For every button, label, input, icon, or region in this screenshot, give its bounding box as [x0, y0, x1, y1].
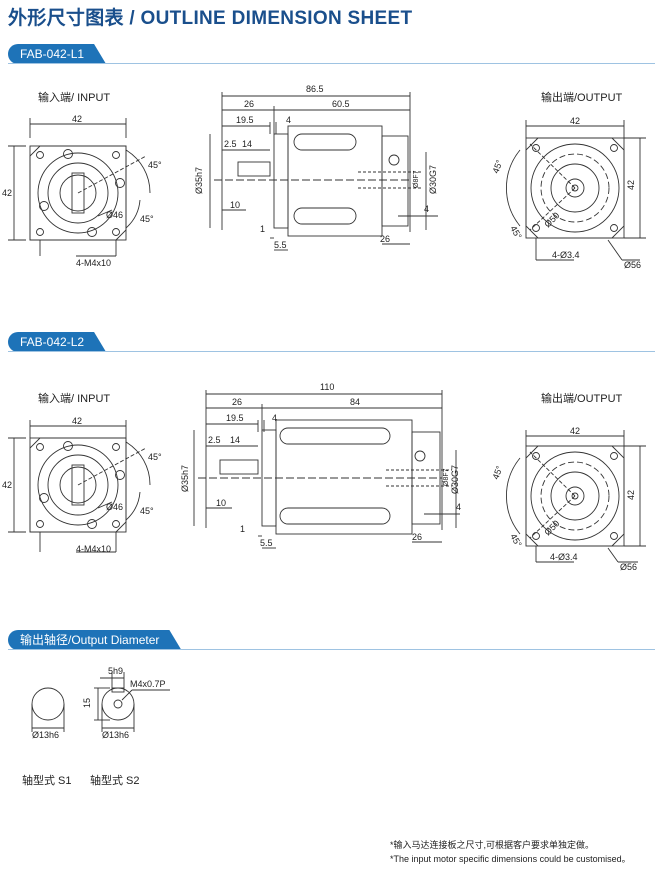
shaft-dim: Ø30G7: [450, 465, 460, 494]
output-flange-dim: Ø56: [620, 562, 637, 572]
output-pcd-dim: Ø50: [542, 210, 561, 229]
l2-dim: 84: [350, 397, 360, 407]
l7-dim: 10: [230, 200, 240, 210]
output-end-view: 42 42 45° 45° Ø50 4-Ø3.4 Ø56: [490, 426, 646, 572]
l11-dim: 26: [412, 532, 422, 542]
input-end-view: 42 42 45° 45° Ø46 4-M4x10: [2, 416, 162, 554]
section-divider: [8, 63, 655, 64]
side-view: 110 26 84 19.5 4 2.5 14 Ø35h7 10 1 5.5 Ø…: [180, 382, 461, 549]
pilot-dim: Ø8F7: [443, 468, 450, 486]
section-divider: [8, 649, 655, 650]
input-height-dim: 42: [2, 188, 12, 198]
total-length-dim: 86.5: [306, 84, 324, 94]
output-width-dim: 42: [570, 426, 580, 436]
input-label: 输入端/ INPUT: [38, 393, 111, 405]
l4-dim: 4: [286, 115, 291, 125]
angle-dim: 45°: [148, 160, 162, 170]
footnote-en: *The input motor specific dimensions cou…: [390, 854, 631, 864]
input-end-view: 42 42 45° 45° Ø46 4-M4x10: [2, 114, 162, 268]
input-height-dim: 42: [2, 480, 12, 490]
l9-dim: 5.5: [260, 538, 273, 548]
output-angle-dim: 45°: [490, 158, 504, 175]
output-angle2-dim: 45°: [508, 224, 524, 241]
input-width-dim: 42: [72, 416, 82, 426]
shaft-s1-label: 轴型式 S1: [22, 775, 72, 787]
s2-diameter: Ø13h6: [102, 730, 129, 740]
model-tag-l2: FAB-042-L2: [8, 332, 106, 352]
l1-dim: 26: [232, 397, 242, 407]
s1-diameter: Ø13h6: [32, 730, 59, 740]
l10-dim: 4: [424, 204, 429, 214]
l9-dim: 5.5: [274, 240, 287, 250]
s2-key: 5h9: [108, 666, 123, 676]
output-holes-dim: 4-Ø3.4: [550, 552, 578, 562]
l11-dim: 26: [380, 234, 390, 244]
footnote-cn: *输入马达连接板之尺寸,可根据客户要求单独定做。: [390, 840, 595, 850]
angle2-dim: 45°: [140, 214, 154, 224]
shaft-diagrams: Ø13h6 5h9 15 M4x0.7P Ø13h6: [31, 666, 170, 740]
output-end-view: 42 42 45° 45° Ø50 4-Ø3.4 Ø56: [490, 116, 646, 270]
l3-dim: 19.5: [226, 413, 244, 423]
output-width-dim: 42: [570, 116, 580, 126]
l4-dim: 4: [272, 413, 277, 423]
l10-dim: 4: [456, 502, 461, 512]
output-label: 输出端/OUTPUT: [541, 393, 623, 405]
total-length-dim: 110: [320, 382, 334, 392]
l8-dim: 1: [260, 224, 265, 234]
s2-height: 15: [82, 698, 92, 708]
l5-dim: 2.5: [224, 139, 237, 149]
output-pcd-dim: Ø50: [542, 518, 561, 537]
l2-dim: 60.5: [332, 99, 350, 109]
bolt-dim: 4-M4x10: [76, 258, 111, 268]
output-diameter-tag: 输出轴径/Output Diameter: [8, 630, 181, 650]
output-angle-dim: 45°: [490, 464, 504, 481]
l3-dim: 19.5: [236, 115, 254, 125]
l5-dim: 2.5: [208, 435, 221, 445]
l6-dim: 14: [242, 139, 252, 149]
bolt-dim: 4-M4x10: [76, 544, 111, 554]
output-flange-dim: Ø56: [624, 260, 641, 270]
output-angle2-dim: 45°: [508, 532, 524, 549]
input-label: 输入端/ INPUT: [38, 92, 111, 104]
output-height-dim: 42: [626, 180, 636, 190]
output-holes-dim: 4-Ø3.4: [552, 250, 580, 260]
input-width-dim: 42: [72, 114, 82, 124]
side-view: 86.5 26 60.5 19.5 4 2.5 14 Ø35h7 10 1 5.…: [194, 84, 438, 251]
model-tag-l1: FAB-042-L1: [8, 44, 106, 64]
angle2-dim: 45°: [140, 506, 154, 516]
shaft-dim: Ø30G7: [428, 165, 438, 194]
l1-dim: 26: [244, 99, 254, 109]
page-title: 外形尺寸图表 / OUTLINE DIMENSION SHEET: [8, 8, 413, 29]
output-label: 输出端/OUTPUT: [541, 92, 623, 104]
l8-dim: 1: [240, 524, 245, 534]
l6-dim: 14: [230, 435, 240, 445]
l7-dim: 10: [216, 498, 226, 508]
output-height-dim: 42: [626, 490, 636, 500]
pcd-dim: Ø46: [106, 210, 123, 220]
section-divider: [8, 351, 655, 352]
s2-thread: M4x0.7P: [130, 679, 166, 689]
angle-dim: 45°: [148, 452, 162, 462]
shaft-s2-label: 轴型式 S2: [90, 775, 140, 787]
bore-dim: Ø35h7: [180, 465, 190, 492]
pcd-dim: Ø46: [106, 502, 123, 512]
bore-dim: Ø35h7: [194, 167, 204, 194]
pilot-dim: Ø8F7: [413, 170, 420, 188]
